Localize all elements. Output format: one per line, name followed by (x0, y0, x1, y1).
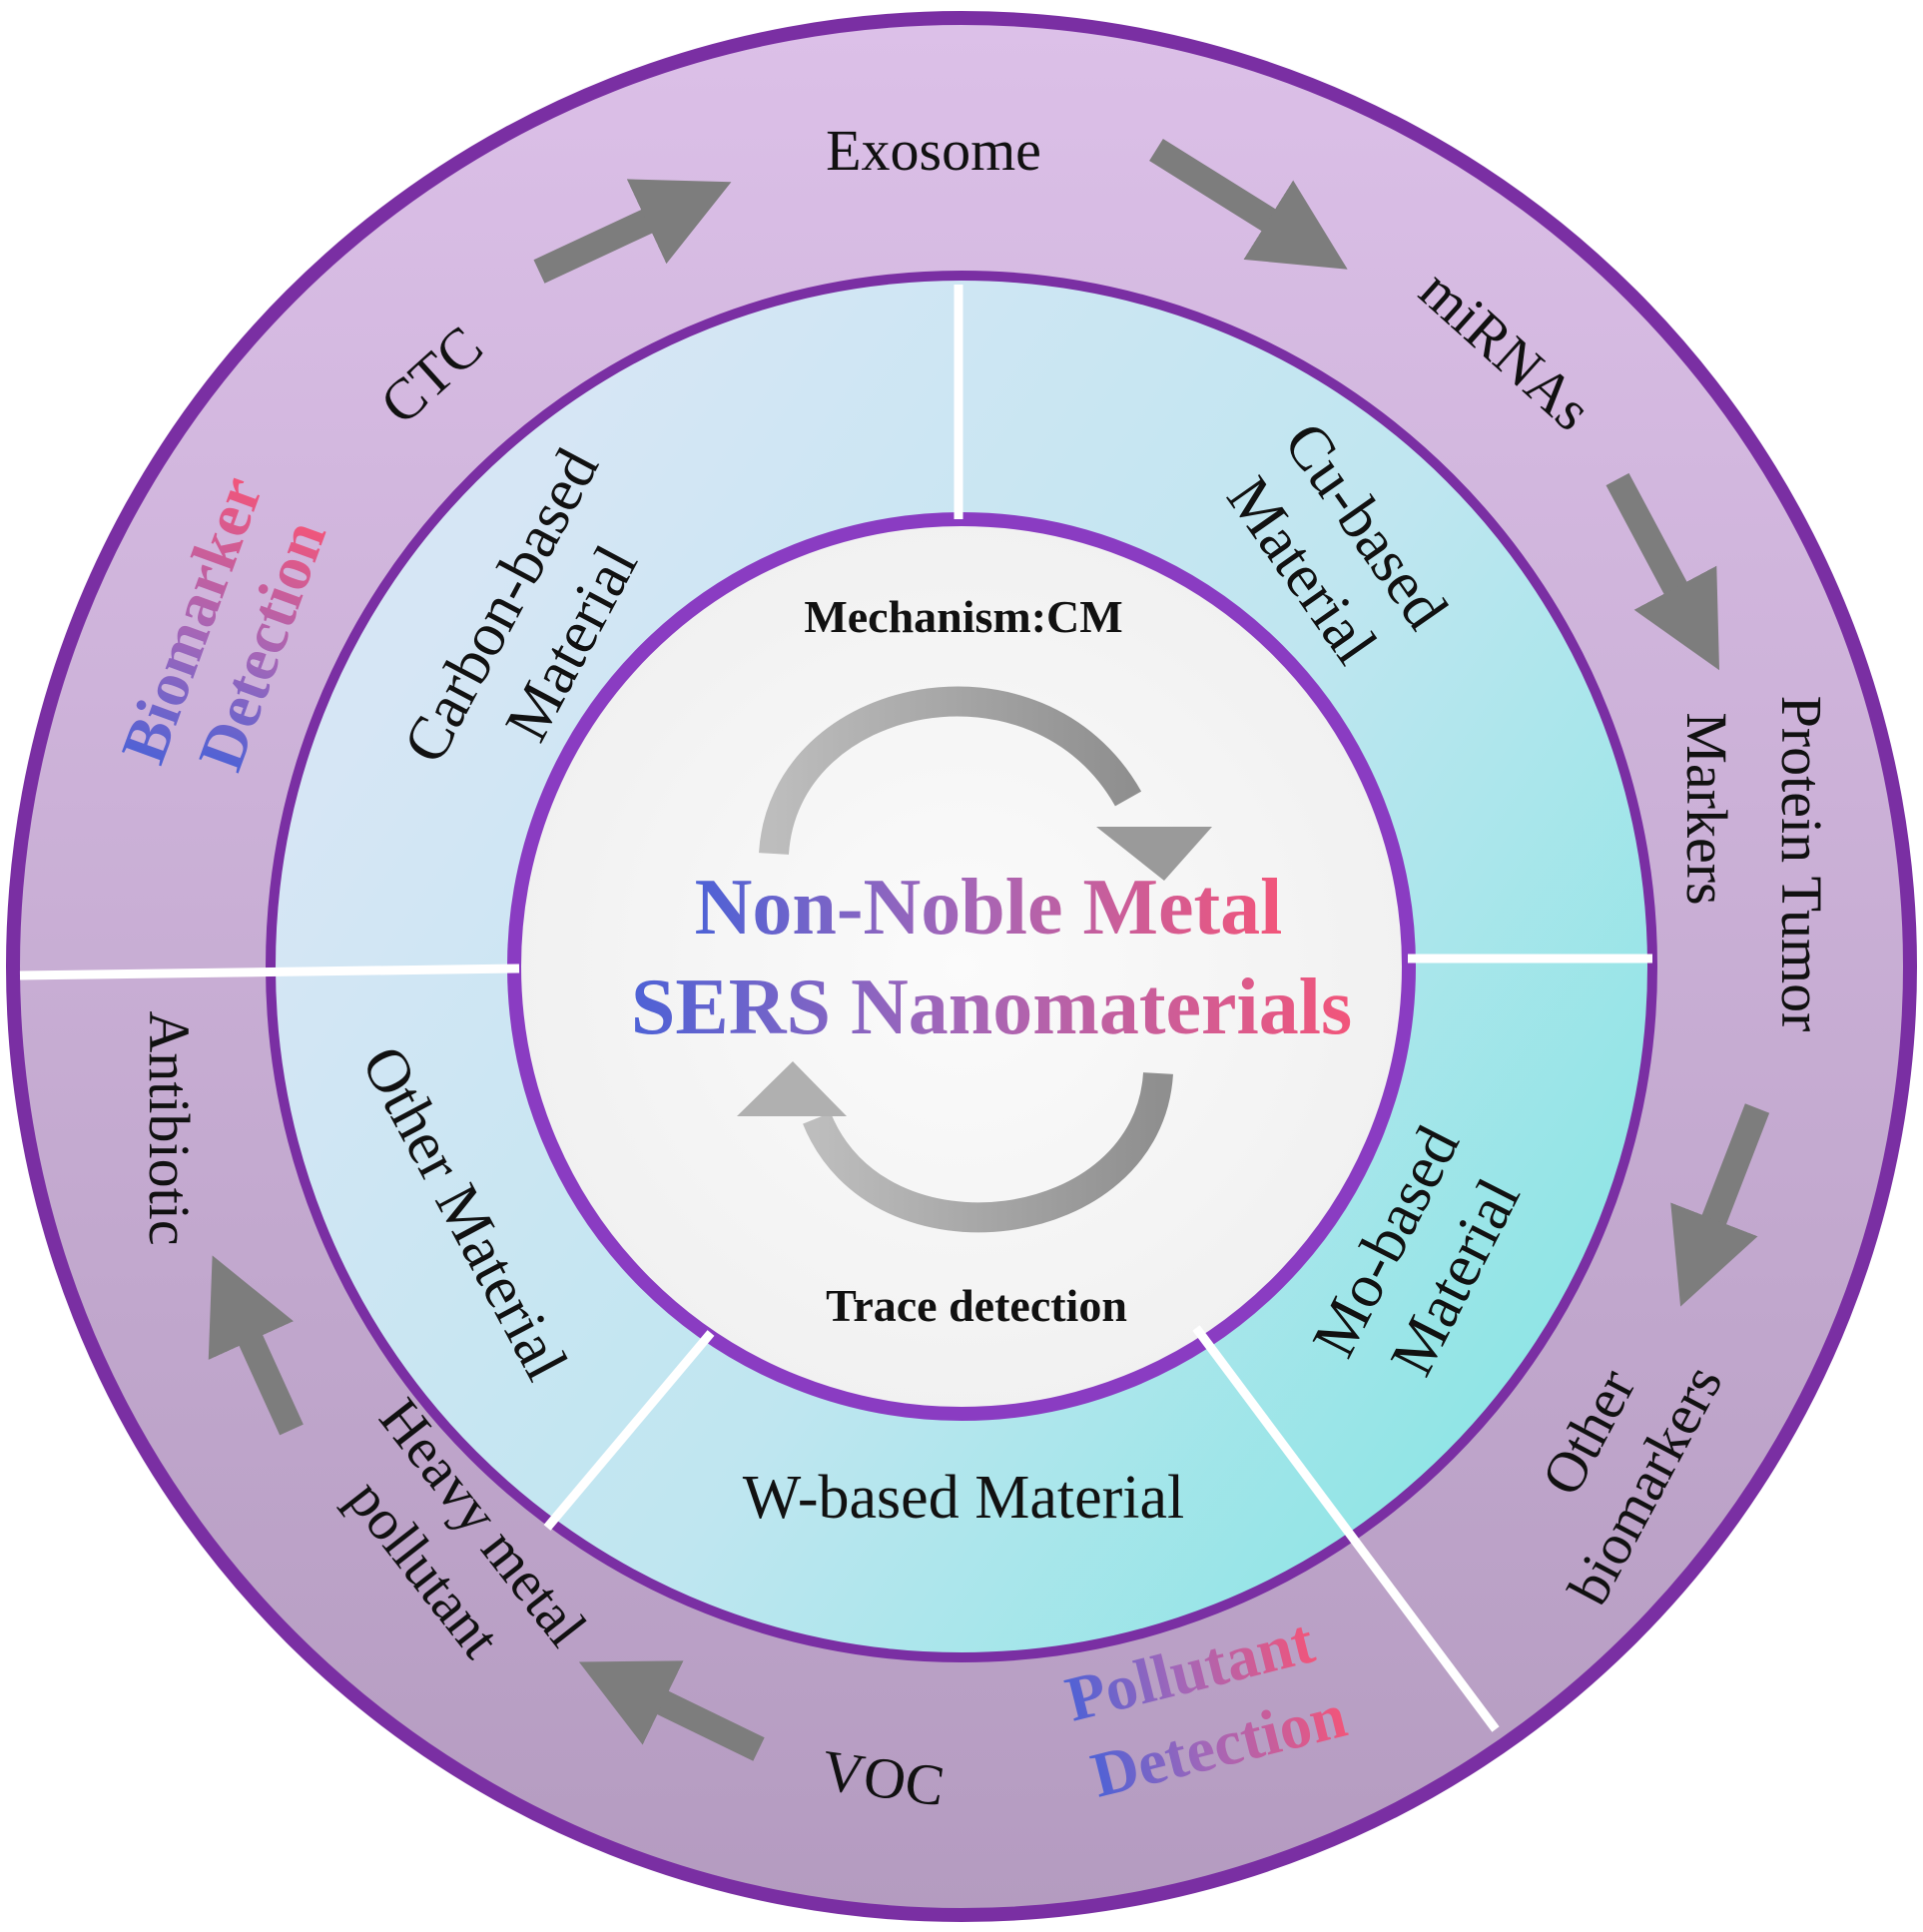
flow-arrows (208, 138, 1770, 1761)
divider-bottom-left (543, 1330, 715, 1531)
divider-left (19, 964, 520, 980)
cycle-arrow-bottom (803, 1071, 1173, 1233)
arrow-heavy-metal-to-antibiotic (208, 1255, 304, 1436)
tungsten-material-label: W-based Material (743, 1464, 1184, 1532)
cycle-arrowhead-bottom (737, 1061, 847, 1116)
segment-dividers (19, 285, 1652, 1732)
center-title-line2: SERS Nanomaterials (631, 964, 1352, 1051)
antibiotic-label: Antibiotic (137, 1010, 202, 1245)
mechanism-label: Mechanism:CM (804, 591, 1122, 642)
arrow-ctc-to-exosome (533, 179, 732, 284)
protein-line1: Protein Tumor (1769, 696, 1834, 1032)
cycle-arrows (737, 686, 1212, 1233)
cycle-arrowhead-top (1096, 827, 1212, 881)
arrow-protein-to-other (1670, 1103, 1770, 1307)
arrow-voc-to-heavy-metal (578, 1660, 765, 1761)
divider-bottom-right (1192, 1325, 1500, 1732)
cycle-arrow-top (759, 686, 1142, 856)
protein-line2: Markers (1674, 712, 1739, 905)
center-title-line1: Non-Noble Metal (695, 864, 1283, 952)
trace-detection-label: Trace detection (826, 1280, 1127, 1331)
arrow-mirnas-to-protein (1605, 472, 1720, 671)
protein-tumor-markers-label: Protein Tumor Markers (1674, 696, 1834, 1032)
arrow-exosome-to-mirnas (1149, 138, 1348, 270)
exosome-label: Exosome (826, 118, 1041, 183)
